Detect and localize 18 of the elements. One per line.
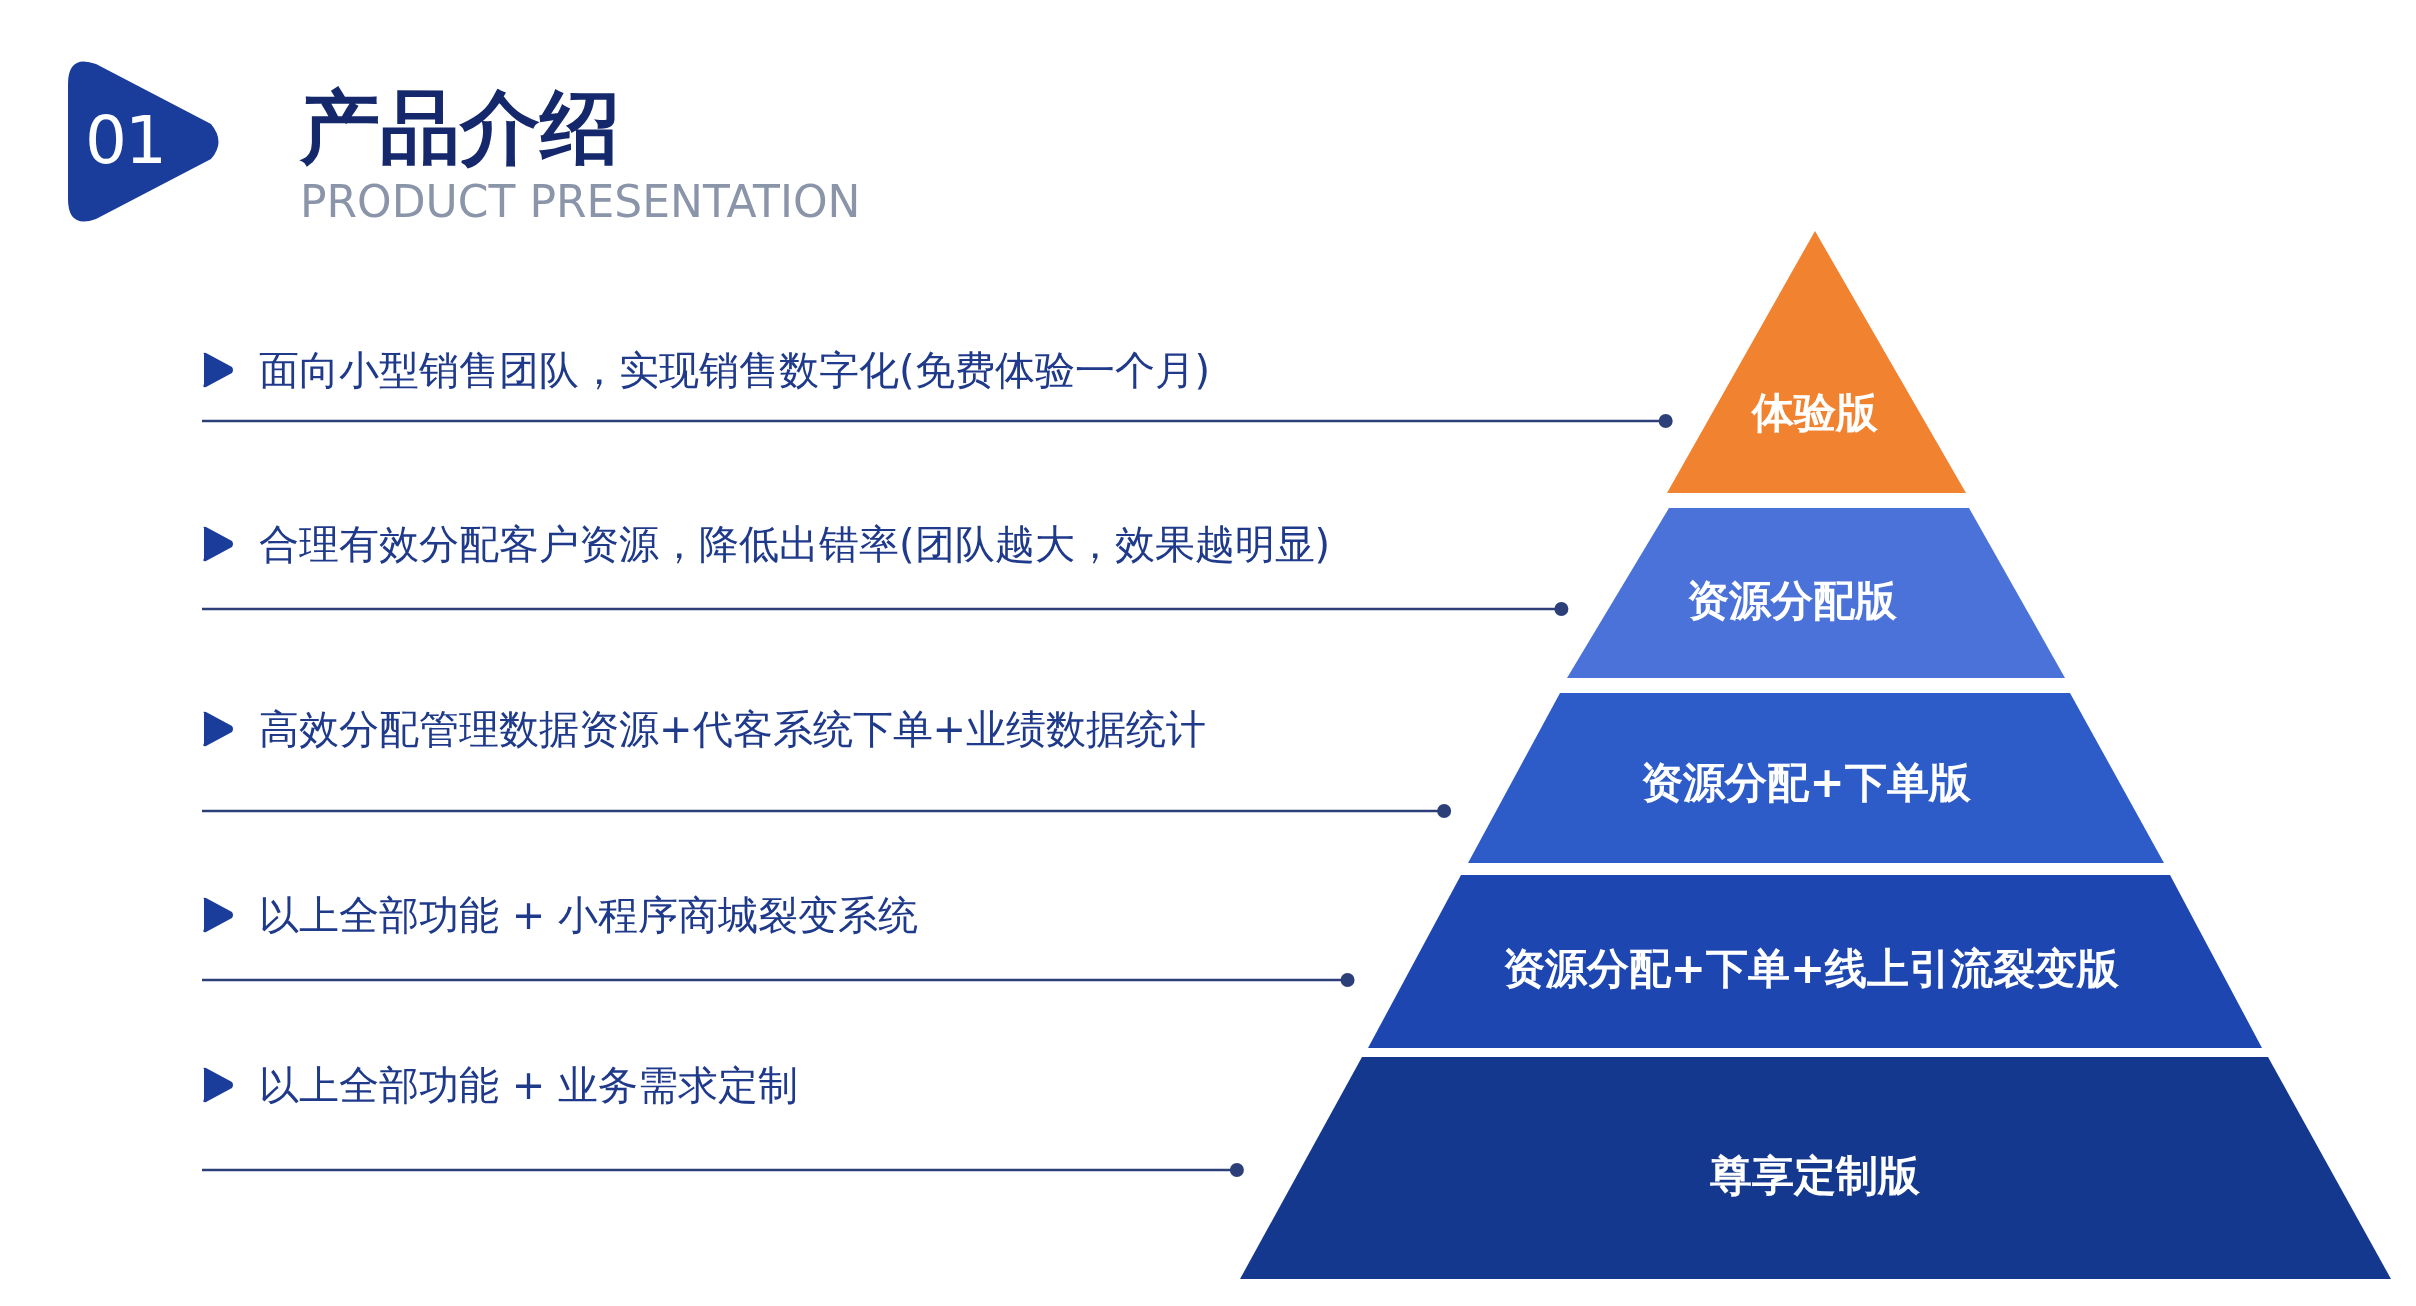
leader-line: [202, 414, 1673, 428]
leader-line: [202, 973, 1355, 987]
tier-label: 资源分配+下单版: [1641, 762, 1971, 804]
section-number: 01: [85, 108, 165, 174]
leader-line: [202, 1163, 1244, 1177]
leader-line: [202, 602, 1569, 616]
title: 产品介绍: [300, 88, 620, 168]
tier-label: 资源分配+下单+线上引流裂变版: [1502, 948, 2120, 990]
description-text: 合理有效分配客户资源，降低出错率(团队越大，效果越明显): [259, 524, 1331, 564]
description-text: 面向小型销售团队，实现销售数字化(免费体验一个月): [259, 350, 1211, 390]
tier-label: 体验版: [1752, 392, 1878, 434]
leader-line: [202, 804, 1452, 818]
tier-label: 尊享定制版: [1710, 1155, 1920, 1197]
description-text: 高效分配管理数据资源+代客系统下单+业绩数据统计: [259, 709, 1207, 749]
tier-label: 资源分配版: [1687, 580, 1897, 622]
description-text: 以上全部功能 + 小程序商城裂变系统: [259, 895, 918, 935]
subtitle: PRODUCT PRESENTATION: [300, 180, 861, 224]
description-text: 以上全部功能 + 业务需求定制: [259, 1065, 798, 1105]
